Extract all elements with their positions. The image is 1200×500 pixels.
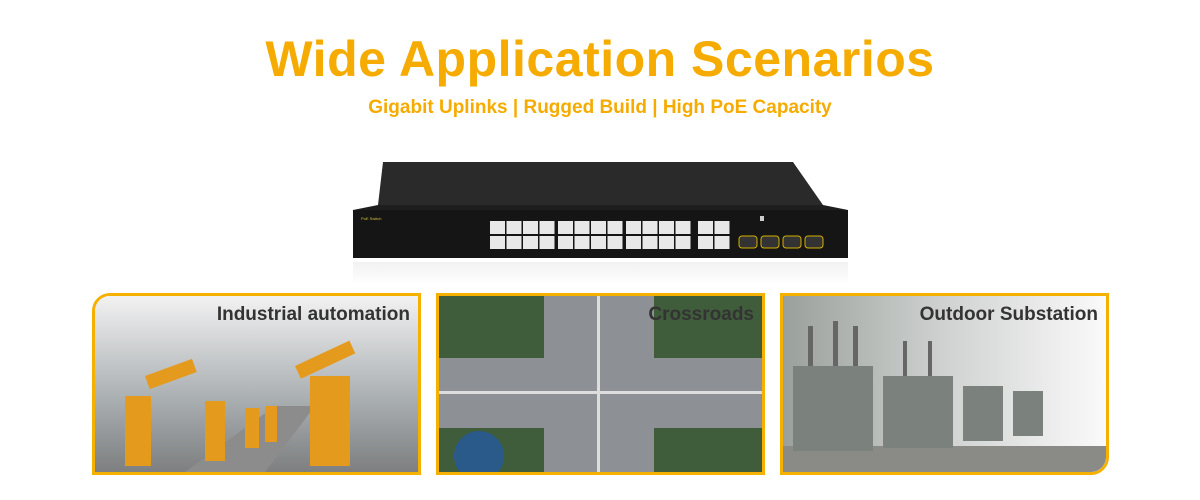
scenario-card-outdoor-substation: Outdoor Substation [780,293,1109,475]
sfp-port [760,235,780,249]
rj45-port [591,221,606,234]
rj45-port [558,236,573,249]
rj45-port [506,221,522,234]
rj45-port [574,221,590,234]
scenario-label: Crossroads [648,304,754,325]
scenario-label: Outdoor Substation [919,304,1098,325]
intersection-aerial-photo [439,296,762,472]
poe-switch-image: PoE Switch [353,162,848,258]
rj45-port [490,221,505,234]
rj45-port [523,236,538,249]
svg-text:PoE Switch: PoE Switch [361,216,381,221]
rj45-port [659,221,674,234]
rj45-port [675,221,691,234]
substation-photo [783,296,1106,472]
rj45-port [558,221,573,234]
rj45-port [642,236,658,249]
rj45-port [523,221,538,234]
rj45-port [607,221,623,234]
rj45-port [642,221,658,234]
uplink-port [698,236,713,249]
rj45-port [607,236,623,249]
rj45-port [574,236,590,249]
rj45-port [626,221,641,234]
uplink-port [714,236,730,249]
scenario-label: Industrial automation [216,304,410,325]
scenario-card-industrial-automation: Industrial automation [92,293,421,475]
scenario-card-crossroads: Crossroads [436,293,765,475]
sfp-port [738,235,758,249]
rj45-port [659,236,674,249]
rj45-port [626,236,641,249]
uplink-port [714,221,730,234]
sfp-port [804,235,824,249]
rj45-port [506,236,522,249]
uplink-port [698,221,713,234]
switch-reflection [353,262,848,284]
rj45-port [539,236,555,249]
rj45-port [675,236,691,249]
factory-robots-photo [95,296,418,472]
rj45-port [490,236,505,249]
page-title: Wide Application Scenarios [265,31,935,87]
page-subtitle: Gigabit Uplinks | Rugged Build | High Po… [368,97,832,118]
rj45-port [539,221,555,234]
rj45-port [591,236,606,249]
sfp-port [782,235,802,249]
